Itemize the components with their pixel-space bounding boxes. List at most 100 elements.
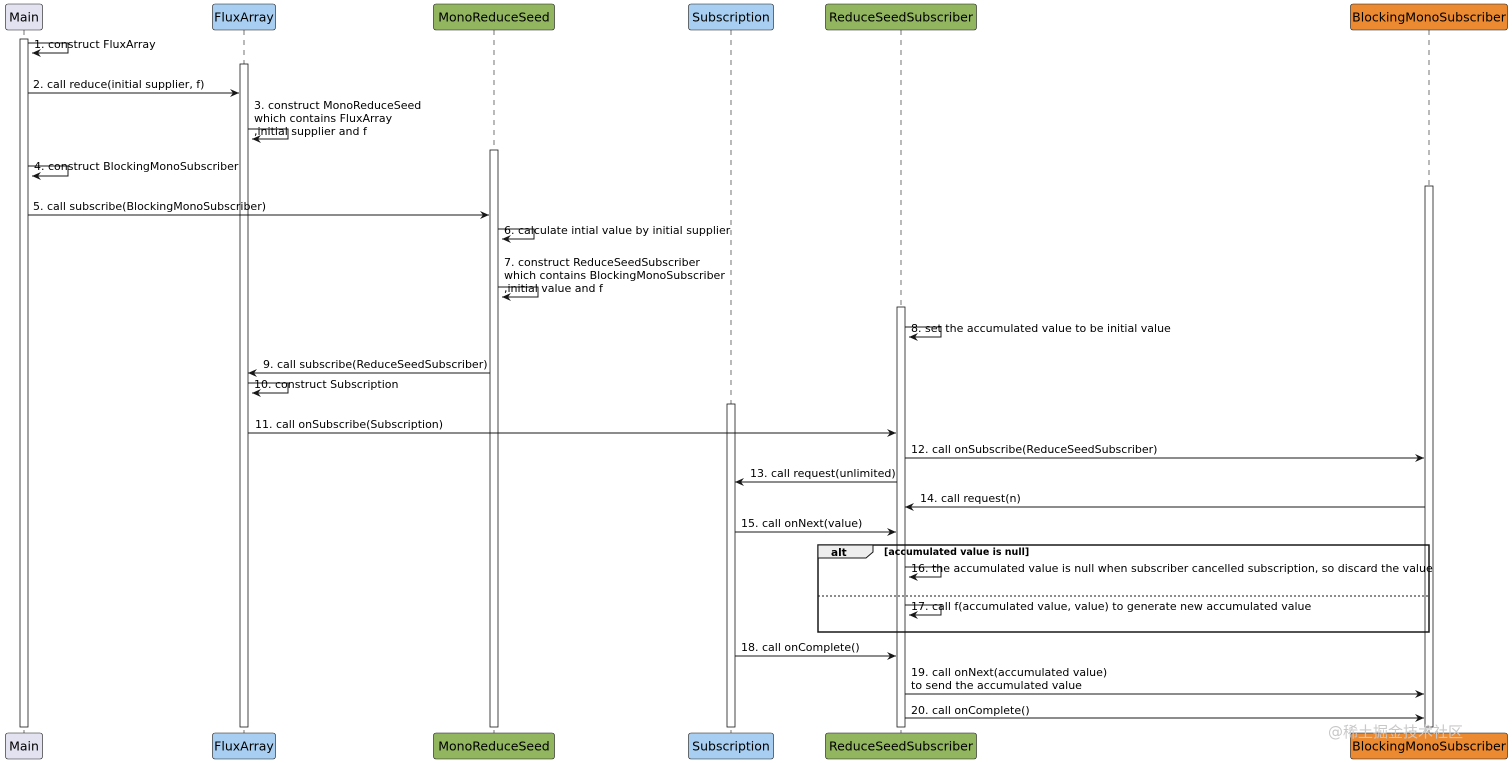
- self-message-arrow: [905, 566, 942, 581]
- message-label-line: 3. construct MonoReduceSeed: [254, 99, 421, 112]
- messages: 1. construct FluxArray 2. call reduce(ini…: [28, 38, 1433, 722]
- self-message-arrow: [905, 326, 942, 341]
- message-label-line: 7. construct ReduceSeedSubscriber: [504, 256, 700, 269]
- participant-monoreduceseed-top: MonoReduceSeed: [433, 3, 555, 31]
- message-label-line: 14. call request(n): [920, 492, 1021, 505]
- message-label-line: to send the accumulated value: [911, 679, 1082, 692]
- lifelines: [23, 30, 1430, 733]
- message-1: 1. construct FluxArray: [28, 38, 156, 57]
- message-label: 13. call request(unlimited): [750, 467, 896, 480]
- message-label-line: 13. call request(unlimited): [750, 467, 896, 480]
- participant-label: FluxArray: [214, 10, 274, 25]
- watermark: @稀土掘金技术社区: [1328, 723, 1463, 741]
- message-19: 19. call onNext(accumulated value)to sen…: [905, 666, 1424, 698]
- message-label: 10. construct Subscription: [254, 378, 399, 391]
- message-17: 17. call f(accumulated value, value) to …: [905, 600, 1312, 619]
- alt-keyword: alt: [831, 547, 847, 559]
- self-message-arrow: [248, 128, 289, 143]
- participant-reduceseedsubscriber-bottom: ReduceSeedSubscriber: [825, 732, 977, 760]
- message-label-line: 5. call subscribe(BlockingMonoSubscriber…: [33, 200, 266, 213]
- participant-box: [212, 732, 276, 760]
- participant-box: [212, 3, 276, 31]
- message-label: 12. call onSubscribe(ReduceSeedSubscribe…: [911, 443, 1157, 456]
- participant-label: Main: [9, 10, 39, 25]
- message-label-line: ,initial value and f: [504, 282, 604, 295]
- self-message-arrow: [498, 286, 539, 301]
- message-label: 19. call onNext(accumulated value)to sen…: [911, 666, 1107, 692]
- activation-bars: [19, 38, 1434, 728]
- participant-label: BlockingMonoSubscriber: [1352, 10, 1507, 25]
- self-message-arrow: [28, 42, 69, 57]
- message-label-line: 10. construct Subscription: [254, 378, 399, 391]
- participant-subscription-top: Subscription: [688, 3, 774, 31]
- activation-fluxarray: [239, 63, 249, 728]
- participant-fluxarray-bottom: FluxArray: [212, 732, 276, 760]
- message-label: 9. call subscribe(ReduceSeedSubscriber): [263, 358, 488, 371]
- participant-fluxarray-top: FluxArray: [212, 3, 276, 31]
- message-10: 10. construct Subscription: [248, 378, 399, 397]
- message-label: 6. calculate intial value by initial sup…: [504, 224, 731, 237]
- participant-box: [433, 3, 555, 31]
- participant-label: Subscription: [692, 739, 770, 754]
- message-8: 8. set the accumulated value to be initi…: [905, 322, 1171, 341]
- message-label: 5. call subscribe(BlockingMonoSubscriber…: [33, 200, 266, 213]
- message-label-line: 18. call onComplete(): [741, 641, 860, 654]
- message-label-line: 9. call subscribe(ReduceSeedSubscriber): [263, 358, 488, 371]
- participant-blockingmonosubscriber-bottom: BlockingMonoSubscriber: [1350, 732, 1508, 760]
- participant-label: Subscription: [692, 10, 770, 25]
- message-label-line: 12. call onSubscribe(ReduceSeedSubscribe…: [911, 443, 1157, 456]
- participant-label: MonoReduceSeed: [438, 10, 550, 25]
- message-16: 16. the accumulated value is null when s…: [905, 562, 1433, 581]
- message-label-line: 17. call f(accumulated value, value) to …: [911, 600, 1312, 613]
- participant-box: [5, 732, 43, 760]
- message-2: 2. call reduce(initial supplier, f): [28, 78, 239, 97]
- message-label-line: 6. calculate intial value by initial sup…: [504, 224, 731, 237]
- alt-guard: [accumulated value is null]: [884, 547, 1029, 558]
- message-label-line: 19. call onNext(accumulated value): [911, 666, 1107, 679]
- participant-box: [688, 3, 774, 31]
- message-label: 16. the accumulated value is null when s…: [911, 562, 1433, 575]
- participant-label: ReduceSeedSubscriber: [829, 10, 974, 25]
- message-4: 4. construct BlockingMonoSubscriber: [28, 160, 239, 180]
- message-13: 13. call request(unlimited): [735, 467, 897, 486]
- self-message-arrow: [248, 382, 289, 397]
- message-label: 14. call request(n): [920, 492, 1021, 505]
- self-message-arrow: [28, 165, 69, 180]
- participant-box: [825, 3, 977, 31]
- message-label: 20. call onComplete(): [911, 704, 1030, 717]
- message-20: 20. call onComplete(): [905, 704, 1424, 722]
- message-12: 12. call onSubscribe(ReduceSeedSubscribe…: [905, 443, 1424, 462]
- message-label-line: 8. set the accumulated value to be initi…: [911, 322, 1171, 335]
- message-label-line: 4. construct BlockingMonoSubscriber: [34, 160, 239, 173]
- message-label-line: 11. call onSubscribe(Subscription): [255, 418, 443, 431]
- participant-label: BlockingMonoSubscriber: [1352, 739, 1507, 754]
- activation-main: [19, 38, 29, 728]
- message-label-line: 15. call onNext(value): [741, 517, 862, 530]
- message-label: 4. construct BlockingMonoSubscriber: [34, 160, 239, 173]
- participant-box: [825, 732, 977, 760]
- activation-reduceseedsubscriber: [896, 306, 906, 728]
- participant-reduceseedsubscriber-top: ReduceSeedSubscriber: [825, 3, 977, 31]
- message-9: 9. call subscribe(ReduceSeedSubscriber): [248, 358, 490, 377]
- participant-label: MonoReduceSeed: [438, 739, 550, 754]
- message-label: 8. set the accumulated value to be initi…: [911, 322, 1171, 335]
- participant-box: [433, 732, 555, 760]
- message-label: 15. call onNext(value): [741, 517, 862, 530]
- participant-box: [5, 3, 43, 31]
- message-label-line: which contains FluxArray: [254, 112, 393, 125]
- participant-box: [1350, 3, 1508, 31]
- message-label: 11. call onSubscribe(Subscription): [255, 418, 443, 431]
- participant-box: [1350, 732, 1508, 760]
- participant-box: [688, 732, 774, 760]
- participant-monoreduceseed-bottom: MonoReduceSeed: [433, 732, 555, 760]
- message-label-line: ,initial supplier and f: [254, 125, 368, 138]
- message-label: 1. construct FluxArray: [34, 38, 156, 51]
- alt-fragment: alt [accumulated value is null]: [817, 544, 1430, 633]
- message-18: 18. call onComplete(): [735, 641, 896, 660]
